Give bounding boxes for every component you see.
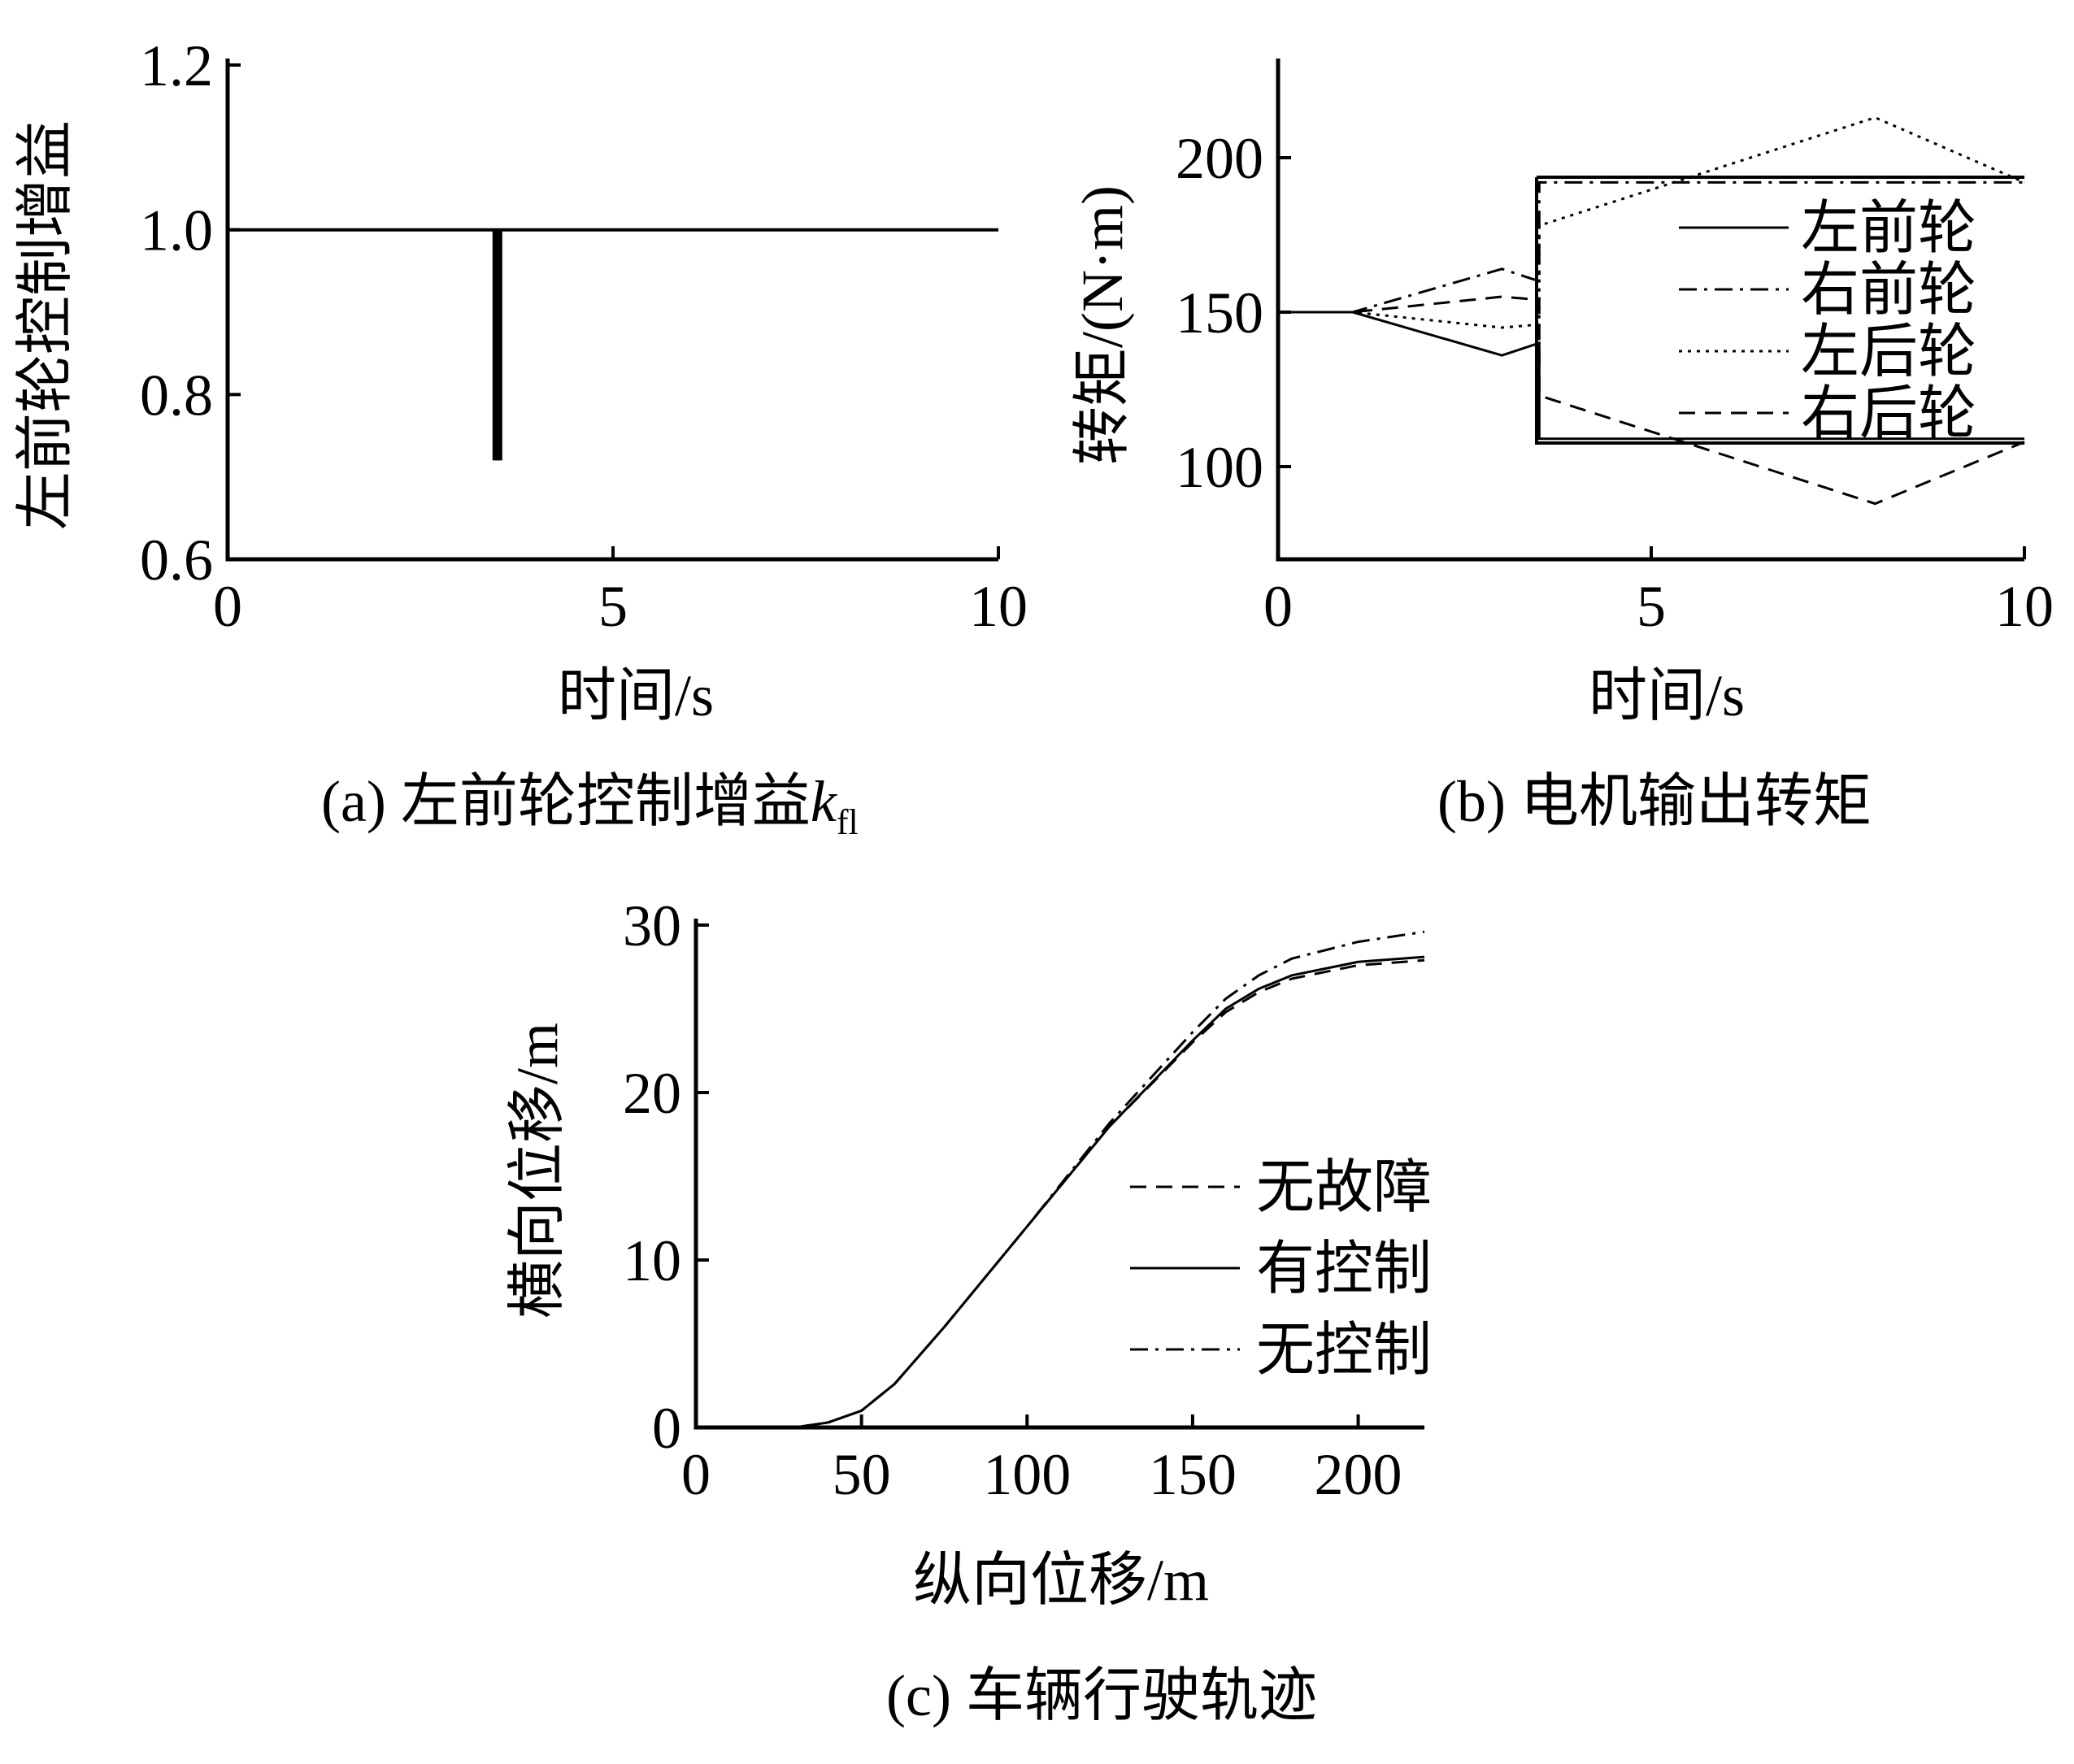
panel-b-ticks: 0 5 10 100 150 200 [1176,126,2054,639]
panel-b-ytick-label: 100 [1176,435,1263,500]
panel-b-legend-label: 左前轮 [1801,196,1976,261]
panel-c-legend-label: 有控制 [1256,1236,1432,1301]
panel-a-caption: (a) 左前轮控制增益kfl [321,769,859,842]
panel-c-xtick-label: 50 [833,1442,891,1507]
panel-a-gain-chart: 0 5 10 0.6 0.8 1.0 1.2 时间/s 左前轮控制增益 (a) 左前轮控制增… [13,33,1028,842]
panel-a-plot-area [228,228,998,461]
panel-a-ytick-label: 1.2 [140,33,213,98]
panel-b-ytick-label: 200 [1176,126,1263,191]
panel-a-series-1 [228,228,998,461]
panel-c-xtick-label: 150 [1149,1442,1237,1507]
panel-a-caption-subscript: fl [837,802,859,842]
panel-a-xtick-label: 5 [598,574,628,639]
panel-c-caption: (c) 车辆行驶轨迹 [886,1663,1317,1728]
panel-b-ytick-label: 150 [1176,280,1263,345]
panel-b-legend-label: 左后轮 [1801,319,1976,385]
panel-b-legend-frame [1535,176,2024,445]
panel-a-xtick-label: 0 [213,574,242,639]
panel-b-legend-label: 右前轮 [1801,258,1976,323]
panel-b-caption: (b) 电机输出转矩 [1437,769,1872,834]
panel-c-plot-area [696,930,1425,1429]
panel-b-ylabel: 转矩/(N·m) [1070,185,1135,465]
panel-c-xtick-label: 100 [983,1442,1071,1507]
panel-c-legend-label: 无故障 [1256,1155,1432,1220]
panel-a-ytick-label: 0.8 [140,363,213,428]
panel-a-ytick-label: 1.0 [140,198,213,263]
panel-a-axis-lines [225,59,998,562]
panel-c-ytick-label: 0 [652,1396,681,1461]
panel-c-ytick-label: 10 [623,1228,681,1293]
panel-a-ylabel: 左前轮控制增益 [13,120,78,530]
panel-a-ticks: 0 5 10 0.6 0.8 1.0 1.2 [140,33,1028,639]
panel-b-legend-label: 右后轮 [1801,381,1976,446]
panel-a-xlabel: 时间/s [558,663,714,728]
panel-a-axes [225,59,998,562]
panel-c-ticks: 0 50 100 150 200 0 10 20 30 [623,893,1402,1507]
panel-c-xtick-label: 0 [681,1442,711,1507]
panel-c-legend-label: 无控制 [1256,1318,1432,1383]
panel-b-plot-area [1278,115,2025,506]
panel-b-xtick-label: 10 [1995,574,2054,639]
panel-b-xlabel: 时间/s [1589,663,1745,728]
panel-c-ylabel: 横向位移/m [505,1023,570,1319]
panel-a-caption-symbol: k [811,769,838,834]
panel-c-xtick-label: 200 [1315,1442,1402,1507]
panel-b-xtick-label: 5 [1637,574,1666,639]
panel-c-xlabel: 纵向位移/m [913,1548,1209,1613]
panel-b-series-4 [1278,295,2025,506]
panel-b-xtick-label: 0 [1263,574,1293,639]
panel-a-ytick-label: 0.6 [140,528,213,593]
panel-a-caption-text: (a) 左前轮控制增益 [321,769,811,834]
panel-c-series-3 [696,930,1425,1429]
panel-c-ytick-label: 20 [623,1061,681,1126]
panel-c-ytick-label: 30 [623,893,681,958]
panel-a-xtick-label: 10 [969,574,1028,639]
